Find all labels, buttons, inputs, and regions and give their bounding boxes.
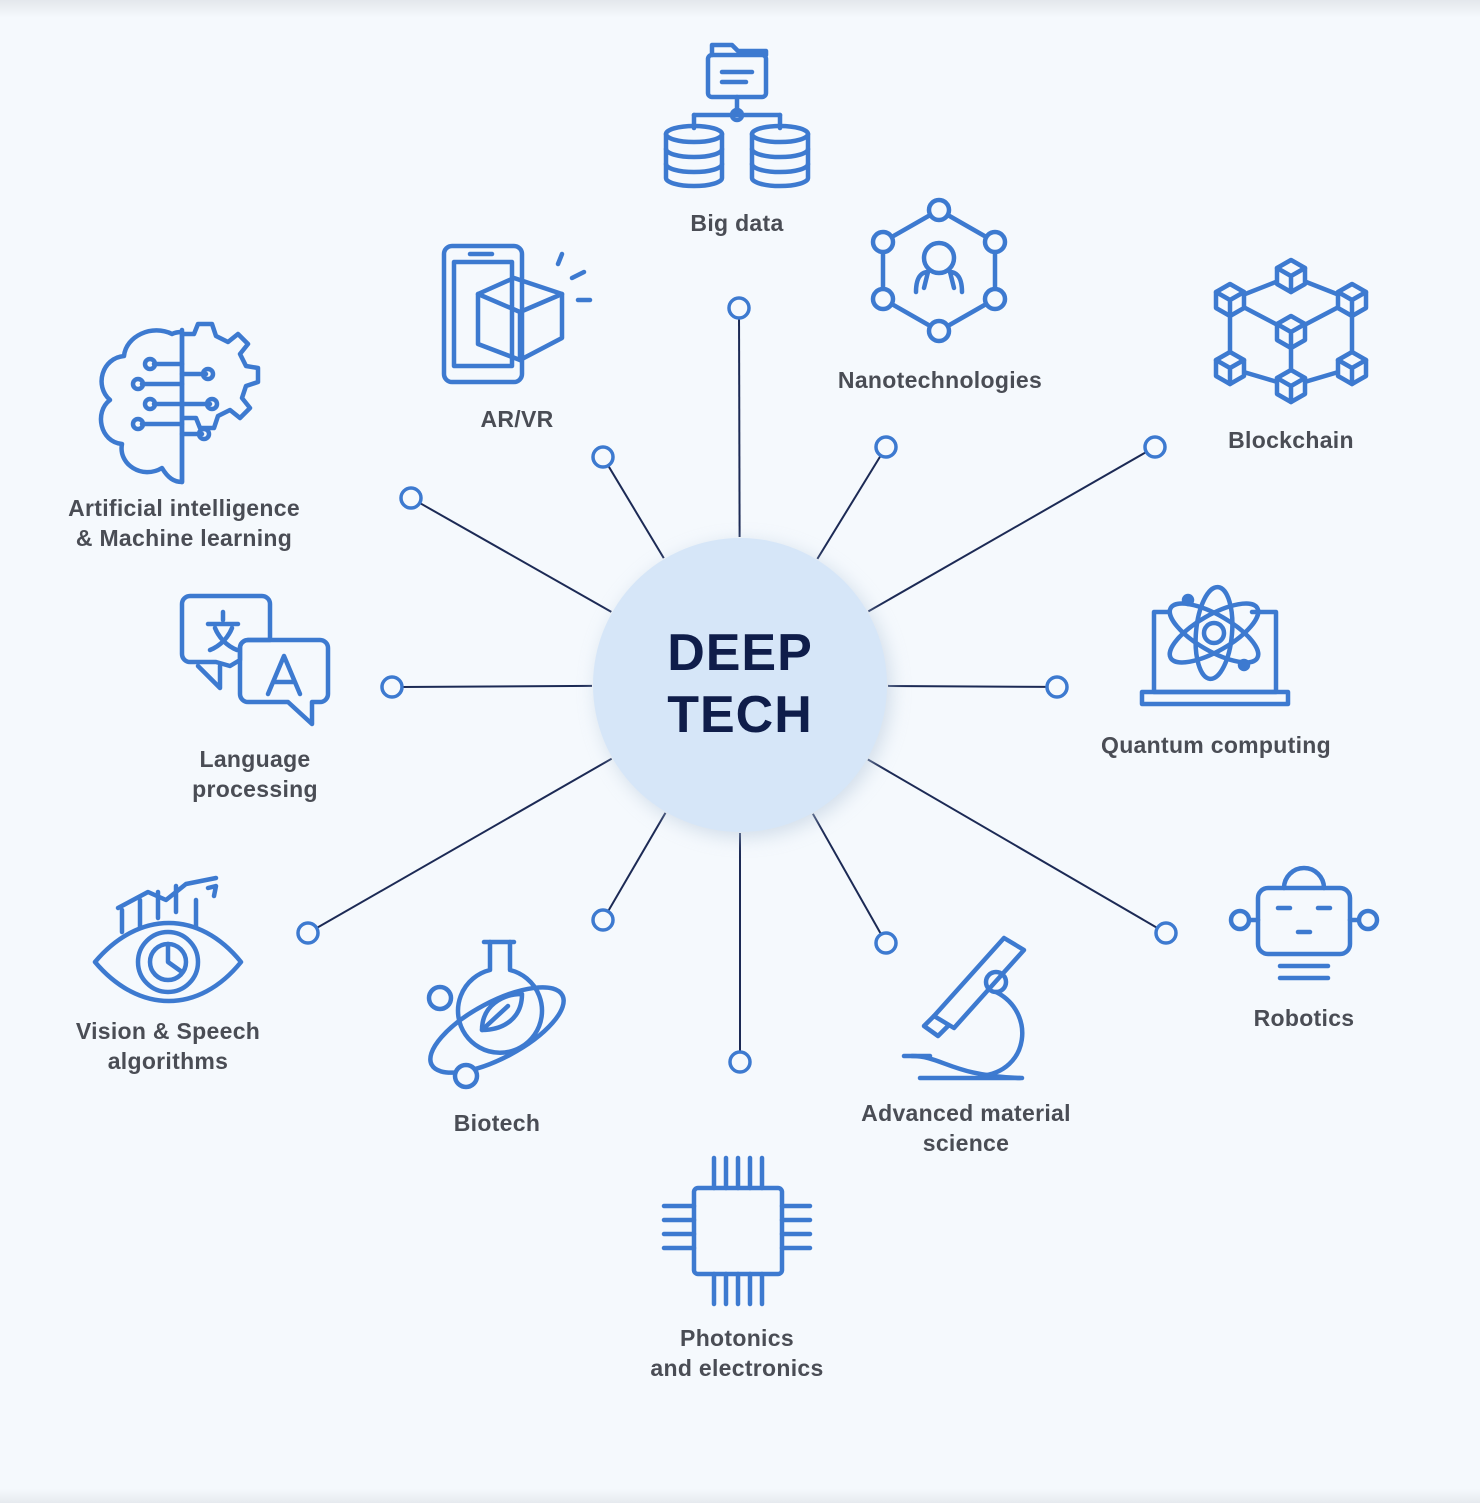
label-ai: Artificial intelligence & Machine learni…	[68, 495, 300, 551]
connector-blockchain	[867, 451, 1147, 613]
bottom-shade	[0, 1489, 1480, 1503]
node-dot-blockchain	[1143, 435, 1167, 459]
connector-quantum	[887, 684, 1048, 688]
cube-icon	[1335, 281, 1369, 319]
connector-robotics	[867, 758, 1158, 929]
center-node	[593, 538, 892, 838]
node-dot-photonics	[728, 1050, 752, 1074]
center-title-line2: TECH	[667, 686, 813, 744]
connector-lines	[296, 296, 1178, 1074]
top-shade	[0, 0, 1480, 18]
node-dot-nanotech	[874, 435, 898, 459]
cube-icon	[1335, 349, 1369, 387]
center-title: DEEP TECH	[667, 622, 813, 746]
connector-material	[812, 813, 882, 935]
connector-vision	[316, 757, 613, 929]
cube-icon	[1274, 257, 1308, 295]
nanotech-hexagon-icon	[870, 197, 1008, 344]
translate-bubbles-icon	[179, 593, 331, 727]
atom-laptop-icon	[1139, 584, 1291, 707]
cube-icon	[1274, 313, 1308, 351]
microscope-icon	[901, 935, 1027, 1081]
label-blockchain: Blockchain	[1228, 427, 1354, 453]
phone-cube-icon	[441, 243, 593, 385]
label-quantum: Quantum computing	[1101, 732, 1331, 758]
connector-language	[401, 684, 593, 688]
cube-icon	[1274, 367, 1308, 405]
node-dot-robotics	[1154, 921, 1178, 945]
cube-icon	[1213, 349, 1247, 387]
blockchain-cubes-icon	[1213, 257, 1369, 405]
connector-ai	[419, 502, 612, 613]
node-dot-material	[874, 931, 898, 955]
node-dot-quantum	[1045, 675, 1069, 699]
node-dot-language	[380, 675, 404, 699]
node-dot-arvr	[591, 445, 615, 469]
label-photonics: Photonics and electronics	[650, 1325, 824, 1381]
microchip-icon	[661, 1155, 813, 1307]
connector-big-data	[738, 317, 741, 538]
label-language: Language processing	[192, 746, 318, 802]
label-material: Advanced material science	[861, 1100, 1071, 1156]
node-dot-big-data	[727, 296, 751, 320]
cube-icon	[1213, 281, 1247, 319]
node-dot-vision	[296, 921, 320, 945]
label-nanotech: Nanotechnologies	[837, 367, 1043, 393]
robot-head-icon	[1228, 865, 1380, 981]
eye-chart-icon	[92, 875, 244, 1004]
database-network-icon	[663, 42, 811, 189]
node-dot-biotech	[591, 908, 615, 932]
brain-gear-icon	[98, 321, 261, 485]
label-big-data: Big data	[690, 210, 784, 236]
center-title-line1: DEEP	[667, 624, 813, 682]
label-biotech: Biotech	[453, 1110, 541, 1136]
node-dot-ai	[399, 486, 423, 510]
connector-biotech	[607, 812, 667, 912]
label-arvr: AR/VR	[480, 406, 554, 432]
connector-nanotech	[816, 455, 882, 560]
label-vision: Vision & Speech algorithms	[75, 1018, 261, 1074]
flask-leaf-icon	[426, 939, 566, 1090]
label-robotics: Robotics	[1253, 1005, 1355, 1031]
connector-arvr	[607, 465, 665, 559]
